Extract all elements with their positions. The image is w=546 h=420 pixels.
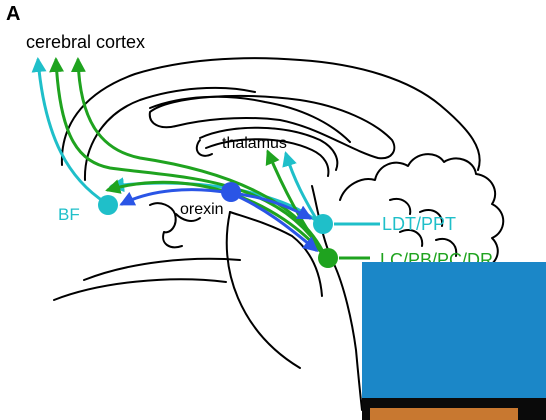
- bf-label: BF: [58, 205, 80, 224]
- orexin-nucleus: [221, 182, 241, 202]
- bf-nucleus: [98, 195, 118, 215]
- orexin-label: orexin: [180, 201, 224, 218]
- ldt-ppt-label: LDT/PPT: [382, 214, 456, 234]
- cortex-label: cerebral cortex: [26, 32, 145, 52]
- ldt-ppt-nucleus: [313, 214, 333, 234]
- overlay-blue-area: [362, 262, 546, 408]
- panel-letter: A: [6, 3, 20, 25]
- overlay-copper-strip: [370, 408, 518, 420]
- overlay-panel: [362, 262, 546, 420]
- thalamus-label: thalamus: [222, 135, 287, 152]
- lc-group-nucleus: [318, 248, 338, 268]
